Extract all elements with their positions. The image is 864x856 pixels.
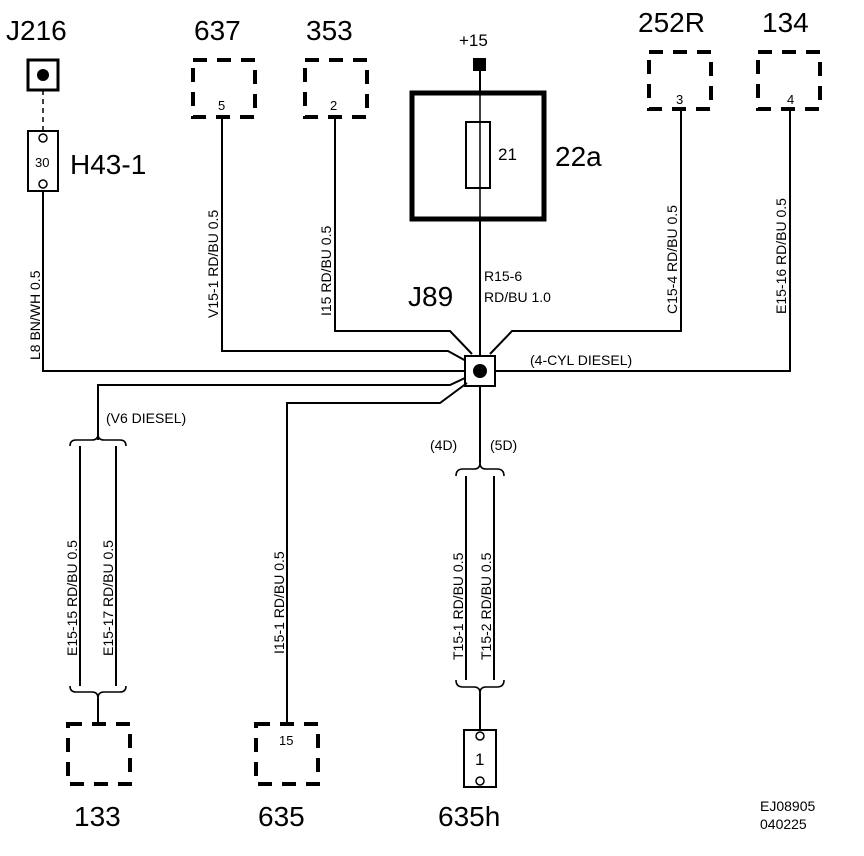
c134-label: 134 xyxy=(762,7,809,38)
c353-pin: 2 xyxy=(330,98,337,113)
c133-connector xyxy=(66,722,132,786)
supply-terminal xyxy=(473,58,486,71)
wire-t15-2-label: T15-2 RD/BU 0.5 xyxy=(478,552,494,660)
c635h-connector xyxy=(463,729,497,788)
c635-label: 635 xyxy=(258,801,305,832)
c133-label: 133 xyxy=(74,801,121,832)
j216-terminal xyxy=(26,58,60,92)
wire-i15-1-label: I15-1 RD/BU 0.5 xyxy=(271,551,287,654)
wire-v6-branch xyxy=(97,377,466,440)
wire-l8-label: L8 BN/WH 0.5 xyxy=(27,270,43,360)
four-cyl-variant-label: (4-CYL DIESEL) xyxy=(530,352,632,368)
c637-connector xyxy=(191,58,257,119)
c635h-label: 635h xyxy=(438,801,500,832)
j89-splice xyxy=(464,355,496,387)
c637-label: 637 xyxy=(194,15,241,46)
wire-e15-15-label: E15-15 RD/BU 0.5 xyxy=(64,540,80,656)
wire-v15-1-label: V15-1 RD/BU 0.5 xyxy=(205,210,221,318)
h43-pin: 30 xyxy=(35,155,49,170)
j216-label: J216 xyxy=(6,15,67,46)
c635-pin: 15 xyxy=(279,733,293,748)
wire-e15-17-label: E15-17 RD/BU 0.5 xyxy=(100,540,116,656)
doors-bottom-brace xyxy=(455,679,505,694)
v6-bottom-brace xyxy=(69,685,127,699)
wire-r15-6-id: R15-6 xyxy=(484,268,522,284)
wire-v15-1 xyxy=(221,117,469,363)
supply-label: +15 xyxy=(459,31,488,50)
wire-l8 xyxy=(42,191,465,372)
fuse-pin: 21 xyxy=(498,145,517,164)
v6-top-brace xyxy=(69,433,127,447)
c635-connector xyxy=(254,722,320,786)
wire-i15 xyxy=(334,117,473,355)
wire-r15-6-spec: RD/BU 1.0 xyxy=(484,289,551,305)
variant-4d-label: (4D) xyxy=(430,437,457,453)
j89-label: J89 xyxy=(408,281,453,312)
wire-e15-16-label: E15-16 RD/BU 0.5 xyxy=(773,198,789,314)
wire-i15-label: I15 RD/BU 0.5 xyxy=(318,226,334,316)
diagram-code: EJ08905 xyxy=(760,798,815,814)
c252r-pin: 3 xyxy=(676,92,683,107)
wire-c15-4-label: C15-4 RD/BU 0.5 xyxy=(664,205,680,314)
h43-connector xyxy=(27,130,59,192)
wire-c15-4 xyxy=(489,109,682,355)
variant-5d-label: (5D) xyxy=(490,437,517,453)
wire-i15-1 xyxy=(286,382,468,722)
h43-label: H43-1 xyxy=(70,149,146,180)
v6-variant-label: (V6 DIESEL) xyxy=(106,410,186,426)
diagram-date: 040225 xyxy=(760,816,807,832)
wire-t15-1-label: T15-1 RD/BU 0.5 xyxy=(450,552,466,660)
c134-pin: 4 xyxy=(787,92,794,107)
c353-label: 353 xyxy=(306,15,353,46)
c252r-label: 252R xyxy=(638,7,705,38)
fuse-box-label: 22a xyxy=(555,141,602,172)
c635h-pin: 1 xyxy=(475,750,484,769)
fuse-icon xyxy=(465,121,491,189)
wire-e15-16 xyxy=(496,109,791,372)
doors-top-brace xyxy=(455,462,505,477)
c637-pin: 5 xyxy=(218,98,225,113)
